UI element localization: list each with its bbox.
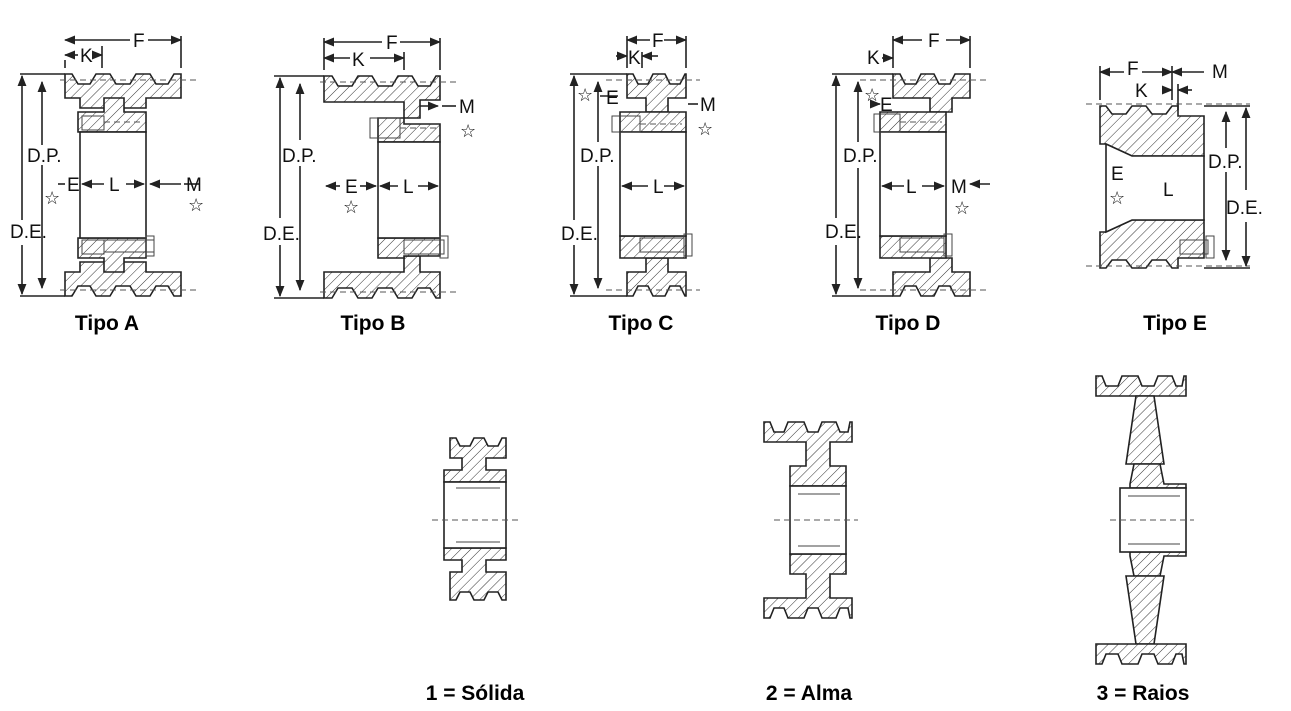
type-a-label-dp: D.P. (27, 146, 62, 167)
type-e-drawing (1086, 66, 1251, 269)
type-e-label-l: L (1163, 180, 1174, 201)
type-b-label-dp: D.P. (282, 146, 317, 167)
type-d-label-de: D.E. (825, 222, 862, 243)
type-c-label-l: L (653, 177, 664, 198)
type-d-label-e: E (880, 95, 893, 116)
type-b-label-k: K (352, 50, 365, 71)
type-d-label-l: L (906, 177, 917, 198)
type-d-caption: Tipo D (876, 312, 941, 335)
type-d-label-k: K (867, 48, 880, 69)
type-e-star: ☆ (1109, 188, 1125, 208)
type-a-label-k: K (80, 46, 93, 67)
type-d-star-left: ☆ (864, 85, 880, 105)
type-d-label-m: M (951, 177, 967, 198)
type-a-label-f: F (133, 31, 145, 52)
solid-caption: 1 = Sólida (426, 682, 525, 705)
type-b-star-left: ☆ (343, 197, 359, 217)
type-e-label-de: D.E. (1226, 198, 1263, 219)
type-a-caption: Tipo A (75, 312, 139, 335)
type-c-star-left: ☆ (577, 85, 593, 105)
type-c-star-right: ☆ (697, 119, 713, 139)
type-e-caption: Tipo E (1143, 312, 1207, 335)
type-b-label-m: M (459, 97, 475, 118)
type-c-label-k: K (628, 48, 641, 69)
type-d-drawing (831, 35, 990, 297)
spoke-construction-drawing (1095, 375, 1194, 665)
solid-construction-drawing (432, 437, 518, 601)
type-e-label-e: E (1111, 164, 1124, 185)
spoke-caption: 3 = Raios (1097, 682, 1190, 705)
type-b-label-e: E (345, 177, 358, 198)
type-a-star-right: ☆ (188, 195, 204, 215)
web-caption: 2 = Alma (766, 682, 853, 705)
web-construction-drawing (763, 421, 858, 619)
type-b-caption: Tipo B (341, 312, 406, 335)
type-a-label-de: D.E. (10, 222, 47, 243)
type-e-label-f: F (1127, 59, 1139, 80)
type-d-label-dp: D.P. (843, 146, 878, 167)
type-a-drawing (17, 35, 200, 297)
type-c-label-dp: D.P. (580, 146, 615, 167)
type-b-star-right: ☆ (460, 121, 476, 141)
type-d-label-f: F (928, 31, 940, 52)
type-a-star-left: ☆ (44, 188, 60, 208)
type-d-star-right: ☆ (954, 198, 970, 218)
type-c-label-m: M (700, 95, 716, 116)
type-b-label-de: D.E. (263, 224, 300, 245)
type-c-label-de: D.E. (561, 224, 598, 245)
type-c-drawing (569, 35, 700, 297)
type-c-label-f: F (652, 31, 664, 52)
type-e-label-dp: D.P. (1208, 152, 1243, 173)
type-c-label-e: E (606, 88, 619, 109)
type-e-label-m: M (1212, 62, 1228, 83)
type-a-label-l: L (109, 175, 120, 196)
type-b-label-l: L (403, 177, 414, 198)
type-e-label-k: K (1135, 81, 1148, 102)
type-a-label-e: E (67, 175, 80, 196)
type-c-caption: Tipo C (609, 312, 674, 335)
type-b-label-f: F (386, 33, 398, 54)
type-a-label-m: M (186, 175, 202, 196)
type-b-drawing (274, 37, 460, 299)
